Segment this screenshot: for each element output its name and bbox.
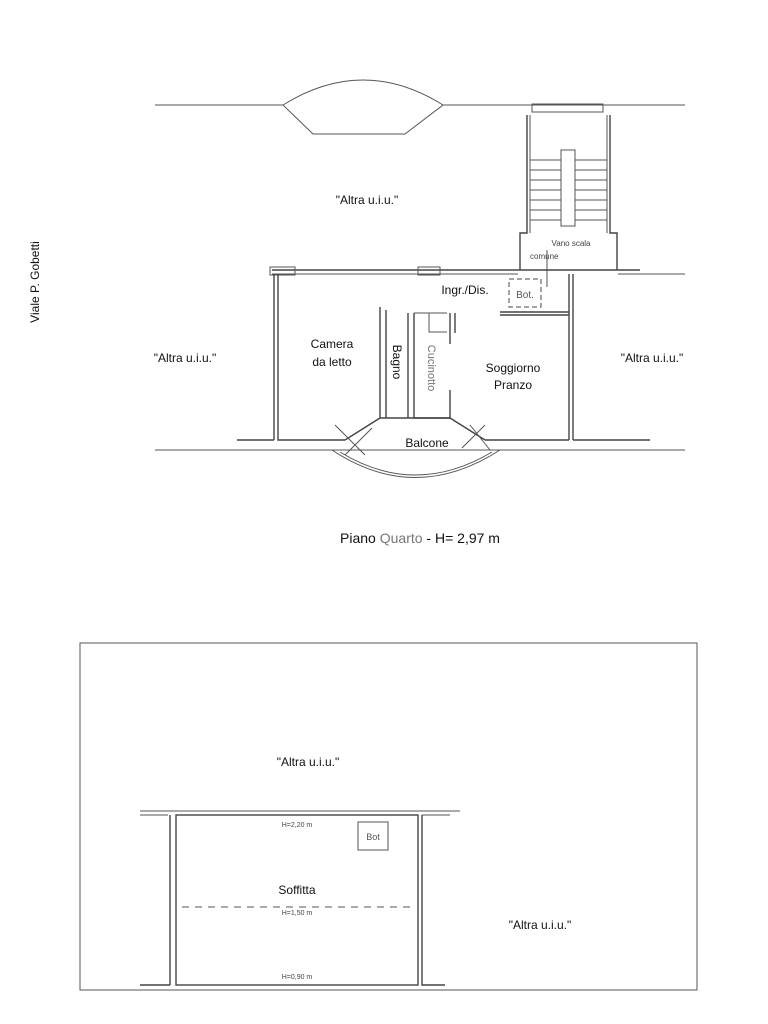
interior-walls	[379, 307, 569, 419]
room-label-altra-right: "Altra u.i.u."	[621, 351, 684, 365]
bot-label: Bot	[366, 832, 380, 842]
bot-box	[508, 278, 542, 308]
room-label-camera: Camera	[311, 337, 354, 351]
street-label: Viale P. Gobetti	[28, 241, 42, 323]
soffitta-room	[175, 814, 419, 986]
wall-right	[485, 274, 650, 441]
room-label-altra-left: "Altra u.i.u."	[154, 351, 217, 365]
wall-left	[273, 274, 345, 441]
height-label-high: H=2,20 m	[282, 822, 313, 829]
dome-shape	[282, 79, 444, 135]
room-label-altra-right: "Altra u.i.u."	[509, 918, 572, 932]
room-label-bagno: Bagno	[390, 345, 404, 380]
room-label-cucinotto: Cucinotto	[425, 345, 437, 391]
floor-plan-title: Piano Quarto - H= 2,97 m	[340, 530, 500, 546]
stairwell	[519, 103, 618, 287]
room-label-altra-top: "Altra u.i.u."	[336, 193, 399, 207]
bot-box	[357, 821, 389, 851]
room-label-altra-top: "Altra u.i.u."	[277, 755, 340, 769]
attic-plan: "Altra u.i.u." "Altra u.i.u." Soffitta B…	[79, 642, 698, 991]
fourth-floor-plan: "Altra u.i.u." "Altra u.i.u." "Altra u.i…	[154, 79, 685, 546]
room-label-soffitta: Soffitta	[278, 883, 315, 897]
room-label-soggiorno: Soggiorno	[486, 361, 541, 375]
room-label-balcone: Balcone	[405, 436, 449, 450]
bot-label: Bot.	[516, 290, 534, 301]
room-label-pranzo: Pranzo	[494, 378, 532, 392]
height-label-low: H=0,90 m	[282, 974, 313, 981]
attic-frame	[79, 642, 698, 991]
balcony	[331, 417, 501, 478]
vano-scala-label: Vano scala	[552, 239, 592, 248]
vano-scala-label-2: comune	[530, 252, 559, 261]
room-label-camera-2: da letto	[312, 355, 352, 369]
room-label-ingresso: Ingr./Dis.	[441, 283, 488, 297]
height-label-mid: H=1,50 m	[282, 910, 313, 917]
